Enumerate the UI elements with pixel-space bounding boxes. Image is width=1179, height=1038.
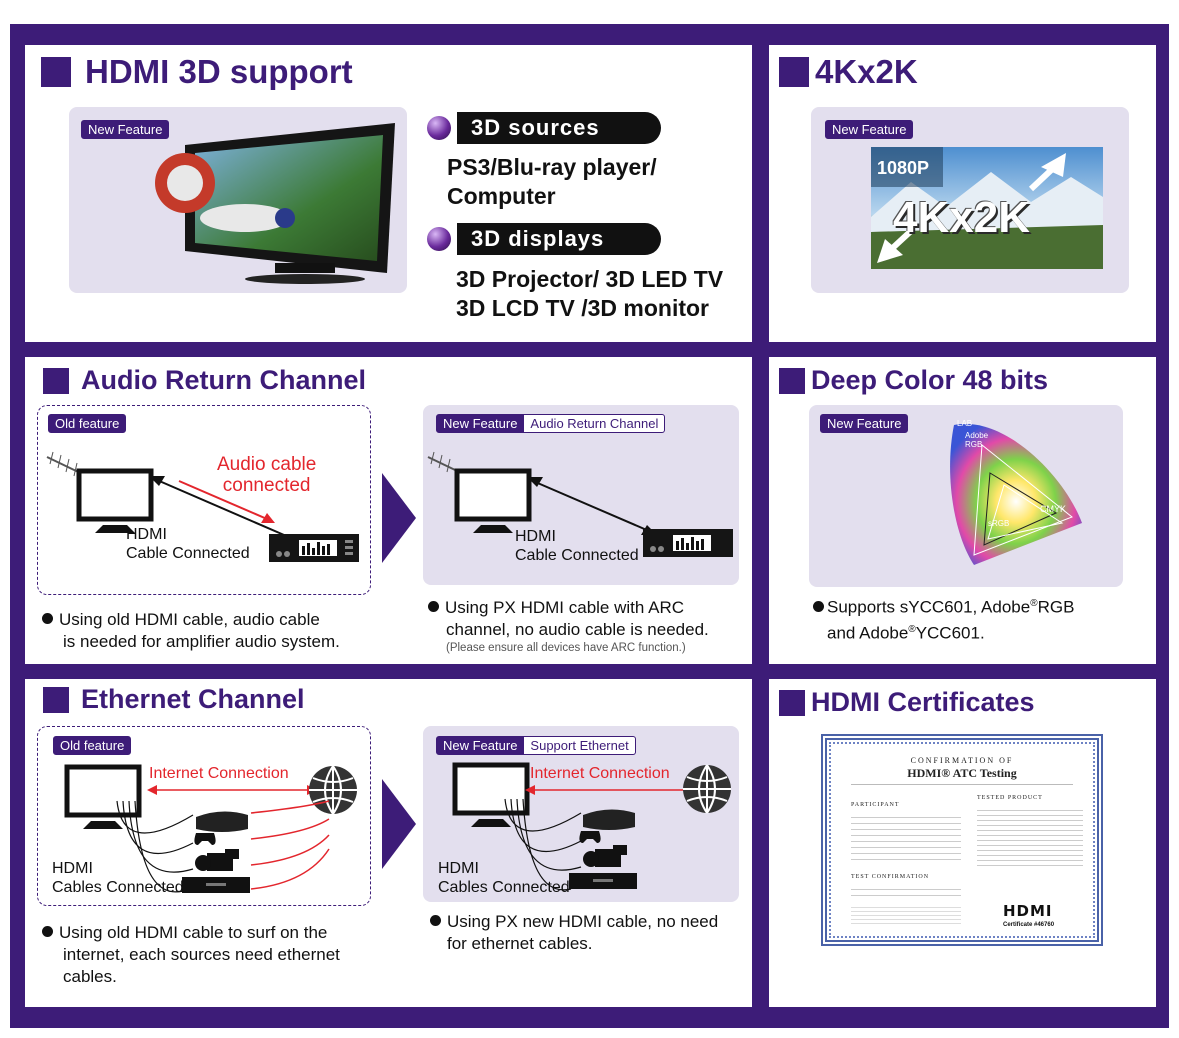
gamut-adobe-label: Adobe RGB bbox=[965, 431, 989, 449]
title-square-icon bbox=[43, 686, 69, 713]
hdmi-logo: HDMI bbox=[1003, 902, 1053, 920]
bullet-dot-icon bbox=[430, 915, 441, 926]
title-square-icon bbox=[779, 689, 805, 716]
tv-icon bbox=[76, 468, 154, 533]
cert-test-confirmation: Test Confirmation bbox=[851, 874, 930, 880]
new-feature-badge: New Feature Audio Return Channel bbox=[436, 414, 666, 433]
1080p-label: 1080P bbox=[877, 158, 930, 178]
hdmi-cable-label: HDMI Cable Connected bbox=[126, 526, 250, 562]
panel-ethernet-channel: Ethernet Channel Old feature Internet Co… bbox=[25, 679, 752, 1007]
gamut-cmyk-label: CMYK bbox=[1040, 504, 1067, 514]
cert-tested-product: Tested Product bbox=[977, 795, 1043, 801]
globe-icon bbox=[683, 764, 731, 814]
displays-bullet-icon bbox=[427, 227, 451, 251]
bullet-dot-icon bbox=[42, 926, 53, 937]
3d-sources-label: 3D sources bbox=[457, 112, 661, 144]
amplifier-icon bbox=[643, 529, 733, 557]
old-feature-badge: Old feature bbox=[48, 414, 127, 433]
hdmi-cable-label: HDMI Cable Connected bbox=[515, 528, 639, 564]
cert-participant: Participant bbox=[851, 802, 900, 808]
color-gamut-diagram bbox=[950, 423, 1082, 565]
arc-old-note: Using old HDMI cable, audio cable is nee… bbox=[42, 609, 340, 653]
hdmi-cable-arrow bbox=[149, 476, 292, 539]
sources-bullet-icon bbox=[427, 116, 451, 140]
hdmi-cables-label: HDMI Cables Connected bbox=[438, 860, 570, 896]
bullet-dot-icon bbox=[428, 601, 439, 612]
transition-arrow-icon bbox=[382, 779, 416, 869]
ethernet-cable-arrows bbox=[250, 800, 330, 890]
hdmi-cable-lines bbox=[504, 798, 582, 891]
cert-heading-1: Confirmation of bbox=[910, 756, 1014, 765]
camcorder-icon bbox=[195, 849, 239, 871]
deep-color-note: Supports sYCC601, Adobe®RGB and Adobe®YC… bbox=[813, 593, 1074, 644]
panel-title: Ethernet Channel bbox=[43, 684, 305, 715]
panel-audio-return-channel: Audio Return Channel Old feature Audio c… bbox=[25, 357, 752, 664]
cert-heading-2: HDMI® ATC Testing bbox=[907, 766, 1017, 780]
ethernet-new-note: Using PX new HDMI cable, no need for eth… bbox=[430, 911, 718, 955]
panel-title: HDMI Certificates bbox=[779, 687, 1035, 718]
gamut-lab-label: LAB bbox=[957, 419, 973, 428]
4k-big-label: 4Kx2K bbox=[893, 193, 1030, 242]
cert-rule bbox=[851, 784, 1073, 785]
internet-arrow bbox=[147, 785, 317, 795]
new-feature-badge: New Feature Support Ethernet bbox=[436, 736, 636, 755]
gamut-srgb-label: sRGB bbox=[988, 519, 1010, 528]
old-feature-badge: Old feature bbox=[53, 736, 132, 755]
new-feature-badge: New Feature bbox=[81, 120, 170, 139]
bluray-player-icon bbox=[182, 877, 250, 893]
game-console-icon bbox=[583, 809, 635, 830]
certificate-document: Confirmation of HDMI® ATC Testing Partic… bbox=[821, 734, 1103, 946]
title-square-icon bbox=[43, 367, 69, 394]
game-console-icon bbox=[196, 811, 248, 832]
amplifier-icon bbox=[269, 534, 359, 562]
cert-number: Certificate #46760 bbox=[1003, 922, 1055, 928]
cert-product-lines bbox=[977, 806, 1083, 870]
panel-title: 4Kx2K bbox=[779, 53, 918, 91]
title-square-icon bbox=[779, 57, 809, 87]
camcorder-icon bbox=[583, 845, 627, 867]
3d-displays-label: 3D displays bbox=[457, 223, 661, 255]
arc-new-note: Using PX HDMI cable with ARC channel, no… bbox=[428, 597, 709, 655]
bluray-player-icon bbox=[569, 873, 637, 889]
title-square-icon bbox=[41, 57, 71, 87]
new-feature-badge: New Feature bbox=[820, 414, 909, 433]
tv-icon bbox=[454, 468, 532, 533]
gamepad-icon bbox=[579, 831, 601, 843]
cert-participant-lines bbox=[851, 812, 961, 862]
hdmi-cable-lines bbox=[116, 800, 194, 893]
bullet-dot-icon bbox=[813, 600, 824, 612]
panel-4k2k: 4Kx2K New Feature 1080P 4Kx2K bbox=[769, 45, 1156, 342]
cert-confirmation-lines bbox=[851, 884, 961, 896]
panel-hdmi-certificates: HDMI Certificates Confirmation of HDMI® … bbox=[769, 679, 1156, 1007]
globe-icon bbox=[309, 765, 357, 815]
3d-sources-text: PS3/Blu-ray player/ Computer bbox=[447, 154, 657, 209]
3d-tv-image bbox=[155, 123, 395, 284]
panel-title: Deep Color 48 bits bbox=[779, 365, 1048, 396]
audio-cable-arrow bbox=[178, 480, 275, 523]
ethernet-old-note: Using old HDMI cable to surf on the inte… bbox=[42, 922, 340, 988]
internet-connection-label: Internet Connection bbox=[530, 765, 670, 782]
internet-connection-label: Internet Connection bbox=[149, 765, 289, 782]
panel-title: Audio Return Channel bbox=[43, 365, 366, 396]
3d-displays-text: 3D Projector/ 3D LED TV 3D LCD TV /3D mo… bbox=[456, 266, 724, 321]
hdmi-cables-label: HDMI Cables Connected bbox=[52, 860, 184, 896]
panel-title: HDMI 3D support bbox=[41, 53, 353, 91]
panel-hdmi-3d: HDMI 3D support New Feature 3D sources P… bbox=[25, 45, 752, 342]
new-feature-badge: New Feature bbox=[825, 120, 914, 139]
transition-arrow-icon bbox=[382, 473, 416, 563]
gamepad-icon bbox=[194, 833, 216, 845]
4k-landscape-image bbox=[871, 147, 1103, 269]
title-square-icon bbox=[779, 367, 805, 394]
tv-icon bbox=[64, 764, 142, 829]
cert-notes-lines bbox=[851, 904, 961, 926]
bullet-dot-icon bbox=[42, 613, 53, 624]
panel-deep-color: Deep Color 48 bits New Feature LAB Adobe… bbox=[769, 357, 1156, 664]
audio-cable-label: Audio cable connected bbox=[217, 454, 317, 496]
